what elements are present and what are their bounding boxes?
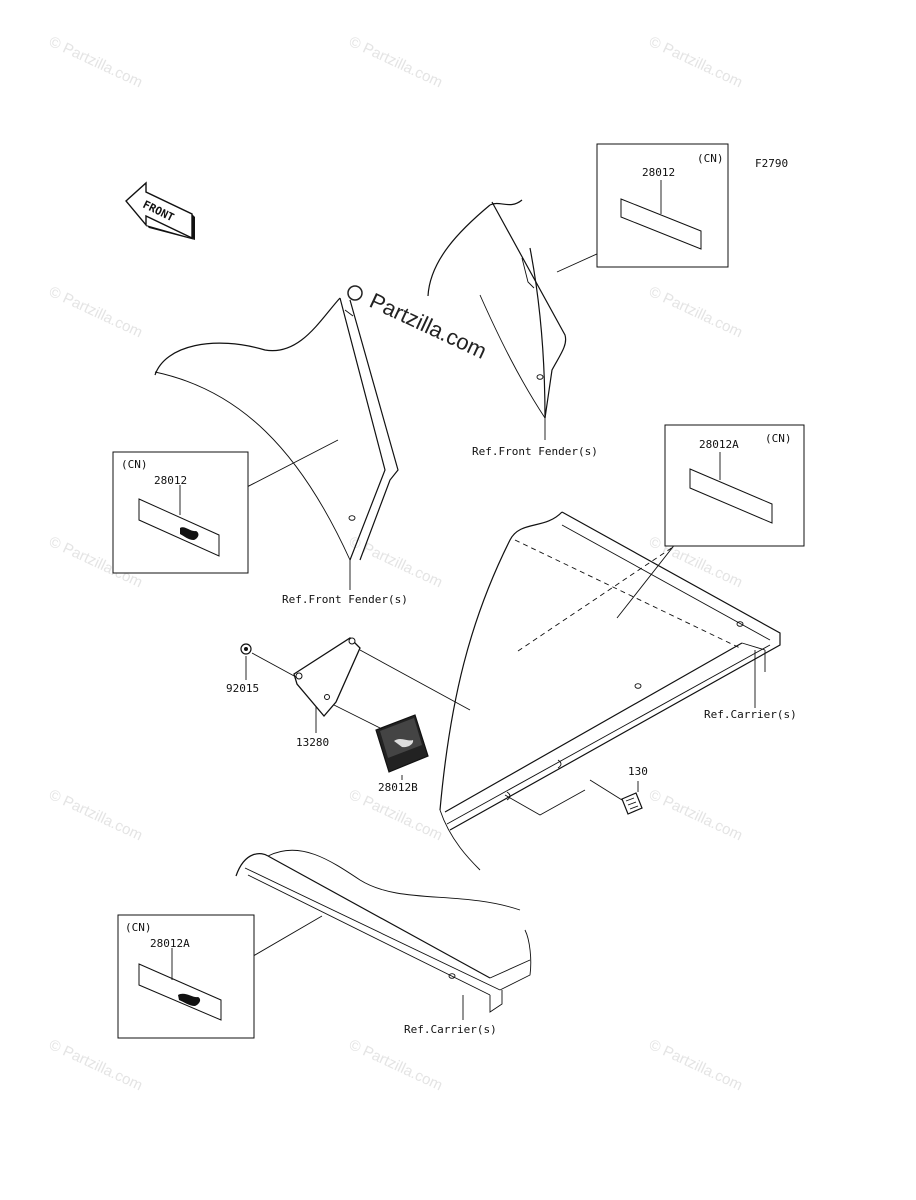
watermark-text: © Partzilla.com xyxy=(646,33,745,91)
watermark-text: © Partzilla.com xyxy=(646,1036,745,1094)
decal-28012-left xyxy=(138,485,220,557)
watermark-text: © Partzilla.com xyxy=(646,283,745,341)
watermark-text: © Partzilla.com xyxy=(346,33,445,91)
watermark-text: © Partzilla.com xyxy=(46,786,145,844)
callout-cn-left: (CN) xyxy=(121,458,148,471)
ref-carrier-bottom: Ref.Carrier(s) xyxy=(404,1023,497,1036)
callout-130: 130 xyxy=(628,765,648,778)
decal-box-right xyxy=(664,424,805,547)
decal-28012A-right xyxy=(689,452,773,524)
decal-box-left xyxy=(112,451,249,574)
watermark-text: © Partzilla.com xyxy=(46,1036,145,1094)
partzilla-logo-text: Partzilla.com xyxy=(366,288,491,364)
bolt-130 xyxy=(589,779,643,815)
carrier-bottom-drawing xyxy=(211,849,532,1020)
watermark-text: © Partzilla.com xyxy=(346,786,445,844)
callout-92015: 92015 xyxy=(226,682,259,695)
callout-28012-top: 28012 xyxy=(642,166,675,179)
decal-box-top xyxy=(596,143,729,268)
watermark-text: © Partzilla.com xyxy=(46,33,145,91)
callout-28012A-bottom: 28012A xyxy=(150,937,190,950)
watermark-text: © Partzilla.com xyxy=(346,1036,445,1094)
watermark-text: © Partzilla.com xyxy=(646,786,745,844)
callout-cn-bottom: (CN) xyxy=(125,921,152,934)
callout-13280: 13280 xyxy=(296,736,329,749)
carrier-right-drawing xyxy=(439,486,781,871)
callout-cn-right: (CN) xyxy=(765,432,792,445)
decal-28012A-bottom xyxy=(138,948,222,1021)
callout-28012B: 28012B xyxy=(378,781,418,794)
callout-28012A-right: 28012A xyxy=(699,438,739,451)
figure-code: F2790 xyxy=(755,157,788,170)
ref-front-fender-top: Ref.Front Fender(s) xyxy=(472,445,598,458)
decal-28012-top xyxy=(620,180,702,250)
front-direction-arrow-icon: FRONT xyxy=(125,181,195,240)
partzilla-logo-watermark: Partzilla.com xyxy=(347,285,491,364)
watermark-text: © Partzilla.com xyxy=(346,533,445,591)
ref-front-fender-left: Ref.Front Fender(s) xyxy=(282,593,408,606)
callout-28012-left: 28012 xyxy=(154,474,187,487)
callout-cn-top: (CN) xyxy=(697,152,724,165)
ref-carrier-right: Ref.Carrier(s) xyxy=(704,708,797,721)
leader-line xyxy=(359,649,471,711)
nut-92015 xyxy=(240,643,297,680)
watermark-text: © Partzilla.com xyxy=(46,283,145,341)
reflector-28012B xyxy=(333,704,429,780)
bracket-plate-13280 xyxy=(293,637,361,733)
